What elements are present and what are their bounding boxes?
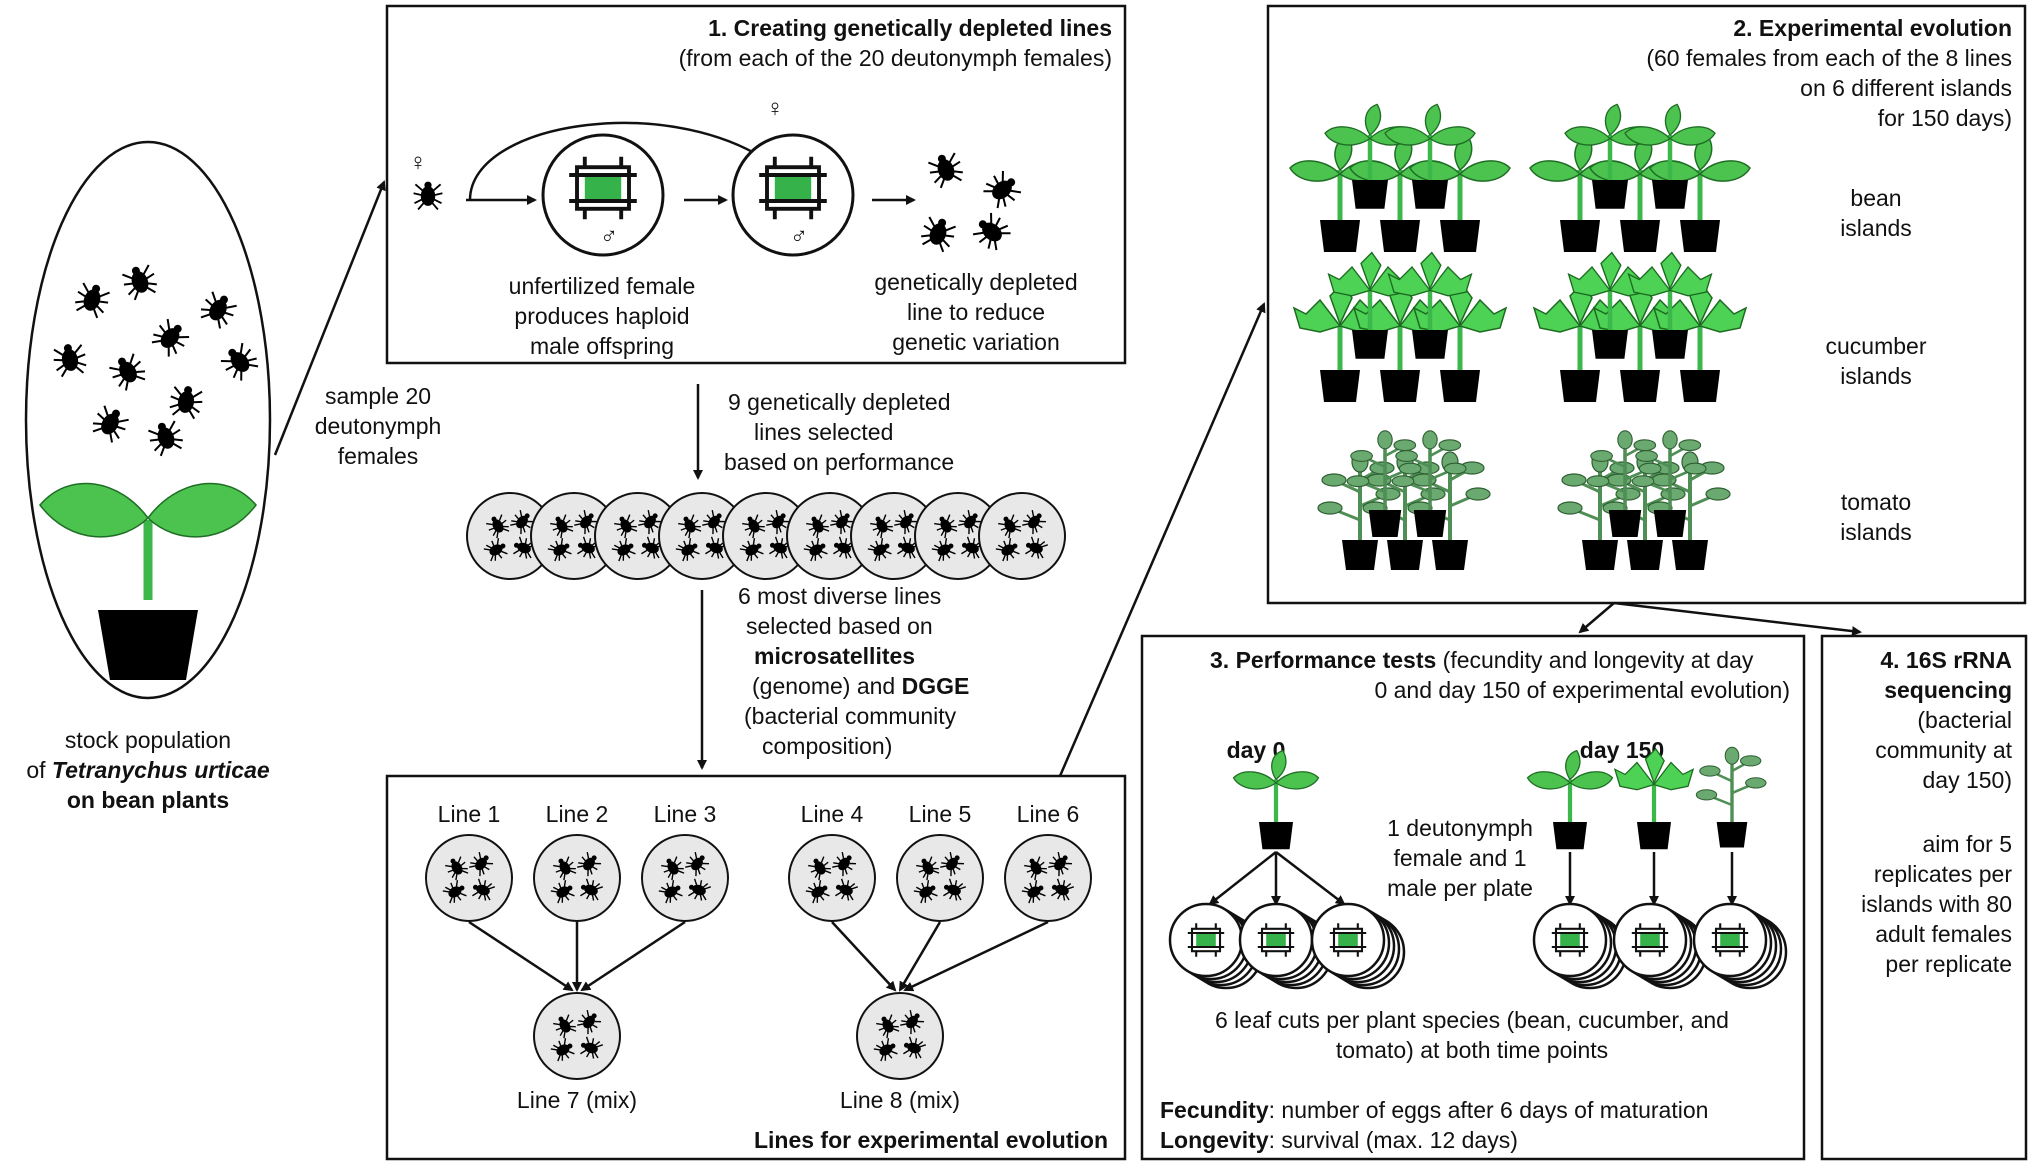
box3-title: 3. Performance tests (fecundity and long… — [1210, 647, 1754, 673]
bean-plant-icon — [39, 482, 257, 680]
female-symbol-icon: ♀ — [409, 149, 427, 176]
box4-sub-2: community at — [1875, 737, 2012, 763]
arrow-loop-back — [468, 121, 782, 201]
female-symbol-icon-2: ♀ — [766, 95, 784, 122]
box4-16s-sequencing — [1820, 634, 2028, 1161]
nine-lines-label-1: 9 genetically depleted — [728, 389, 951, 415]
box2-sub-3: for 150 days) — [1878, 105, 2012, 131]
box4-sub-1: (bacterial — [1917, 707, 2012, 733]
box1-caption-right-3: genetic variation — [892, 329, 1060, 355]
stock-label-line1: stock population — [65, 727, 231, 753]
line-label-2: Line 2 — [546, 801, 609, 827]
line-label-5: Line 5 — [909, 801, 972, 827]
line-label-6: Line 6 — [1017, 801, 1080, 827]
sample-label-3: females — [338, 443, 419, 469]
box1-caption-right-2: line to reduce — [907, 299, 1045, 325]
box4-aim-3: islands with 80 — [1861, 891, 2012, 917]
day0-plant — [1234, 751, 1319, 850]
tomato-plant-icon — [1316, 428, 1732, 572]
plate-note-3: male per plate — [1387, 875, 1533, 901]
box4-aim-5: per replicate — [1885, 951, 2012, 977]
box4-title-1: 4. 16S rRNA — [1880, 647, 2012, 673]
sample-label-2: deutonymph — [315, 413, 442, 439]
leaf-disc-icon — [541, 133, 665, 257]
box1-caption-left-2: produces haploid — [514, 303, 689, 329]
sample-label-1: sample 20 — [325, 383, 431, 409]
mix-label-7: Line 7 (mix) — [517, 1087, 637, 1113]
leaf-cuts-1: 6 leaf cuts per plant species (bean, cuc… — [1215, 1007, 1729, 1033]
six-lines-label-5: (bacterial community — [744, 703, 957, 729]
box3-title-line2: 0 and day 150 of experimental evolution) — [1374, 677, 1790, 703]
six-lines-label-1: 6 most diverse lines — [738, 583, 941, 609]
fecundity-line: Fecundity: number of eggs after 6 days o… — [1160, 1097, 1708, 1123]
line-label-3: Line 3 — [654, 801, 717, 827]
mix-label-8: Line 8 (mix) — [840, 1087, 960, 1113]
box4-aim-4: adult females — [1875, 921, 2012, 947]
bean-islands-label-1: bean — [1850, 185, 1901, 211]
stock-label-line2: of Tetranychus urticae — [26, 757, 270, 783]
mite-icon — [70, 278, 114, 321]
box2-title: 2. Experimental evolution — [1733, 15, 2012, 41]
plate-note-1: 1 deutonymph — [1387, 815, 1533, 841]
male-symbol-icon: ♂ — [600, 223, 618, 250]
arrow-lines-to-box2 — [1058, 302, 1266, 777]
leaf-disc-icon-2 — [731, 133, 855, 257]
box1-subtitle: (from each of the 20 deutonymph females) — [679, 45, 1112, 71]
bean-islands-label-2: islands — [1840, 215, 1912, 241]
six-lines-label-6: composition) — [762, 733, 892, 759]
cucumber-islands-label-1: cucumber — [1826, 333, 1927, 359]
box4-aim-2: replicates per — [1874, 861, 2012, 887]
longevity-line: Longevity: survival (max. 12 days) — [1160, 1127, 1518, 1153]
box3-performance-tests — [1140, 634, 1806, 1161]
nine-lines-label-2: lines selected — [754, 419, 893, 445]
six-lines-label-2: selected based on — [746, 613, 933, 639]
arrow-stock-to-box1 — [273, 180, 386, 456]
box4-sub-3: day 150) — [1922, 767, 2012, 793]
tomato-islands-label-1: tomato — [1841, 489, 1911, 515]
nine-lines-dishes — [467, 493, 1065, 579]
cucumber-plant-icon — [1294, 253, 1746, 402]
six-lines-label-3: microsatellites — [754, 643, 915, 669]
lines-box-title: Lines for experimental evolution — [754, 1127, 1108, 1153]
stock-population-ellipse — [24, 140, 272, 700]
box2-sub-2: on 6 different islands — [1800, 75, 2012, 101]
box1-title: 1. Creating genetically depleted lines — [708, 15, 1112, 41]
day150-plants — [1528, 745, 1768, 849]
box1-caption-right-1: genetically depleted — [874, 269, 1077, 295]
six-lines-label-4: (genome) and DGGE — [752, 673, 969, 699]
box2-experimental-evolution — [1266, 4, 2027, 605]
box1-caption-left-1: unfertilized female — [509, 273, 696, 299]
cucumber-islands-label-2: islands — [1840, 363, 1912, 389]
lines-box — [385, 774, 1127, 1161]
male-symbol-icon-2: ♂ — [790, 223, 808, 250]
box4-aim-1: aim for 5 — [1923, 831, 2012, 857]
line-label-1: Line 1 — [438, 801, 501, 827]
plate-note-2: female and 1 — [1394, 845, 1527, 871]
box1-caption-left-3: male offspring — [530, 333, 674, 359]
nine-lines-label-3: based on performance — [724, 449, 954, 475]
bean-islands — [1290, 104, 1750, 252]
box1-genetically-depleted — [385, 4, 1127, 365]
tomato-islands-label-2: islands — [1840, 519, 1912, 545]
stock-label-line3: on bean plants — [67, 787, 229, 813]
line-label-4: Line 4 — [801, 801, 864, 827]
box2-sub-1: (60 females from each of the 8 lines — [1646, 45, 2012, 71]
box4-title-2: sequencing — [1884, 677, 2012, 703]
leaf-cuts-2: tomato) at both time points — [1336, 1037, 1608, 1063]
